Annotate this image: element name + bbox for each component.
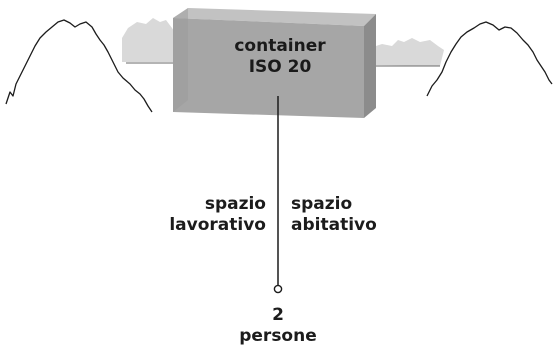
container-side-face (364, 14, 376, 118)
container-label-line2: ISO 20 (248, 57, 312, 78)
work-space-label-line2: lavorativo (169, 215, 266, 236)
container-label-line1: container (234, 36, 326, 56)
container-front-face (173, 18, 364, 118)
living-space-label-line1: spazio (291, 194, 353, 214)
background-hill-right (370, 38, 444, 66)
connector-endpoint (273, 284, 283, 294)
mountain-outline-left (5, 19, 153, 113)
container-top-face (173, 8, 376, 26)
occupancy-unit: persone (239, 326, 317, 347)
mountain-outline-right (426, 21, 553, 97)
work-space-label: spazio lavorativo (169, 194, 266, 237)
background-hill-left (122, 18, 176, 62)
living-space-label-line2: abitativo (291, 215, 377, 236)
work-space-label-line1: spazio (204, 194, 266, 214)
occupancy-count: 2 (272, 305, 284, 325)
living-space-label: spazio abitativo (291, 194, 377, 237)
container-label: container ISO 20 (190, 36, 370, 79)
occupancy-label: 2 persone (188, 305, 368, 348)
container-edge-shade (173, 8, 188, 112)
